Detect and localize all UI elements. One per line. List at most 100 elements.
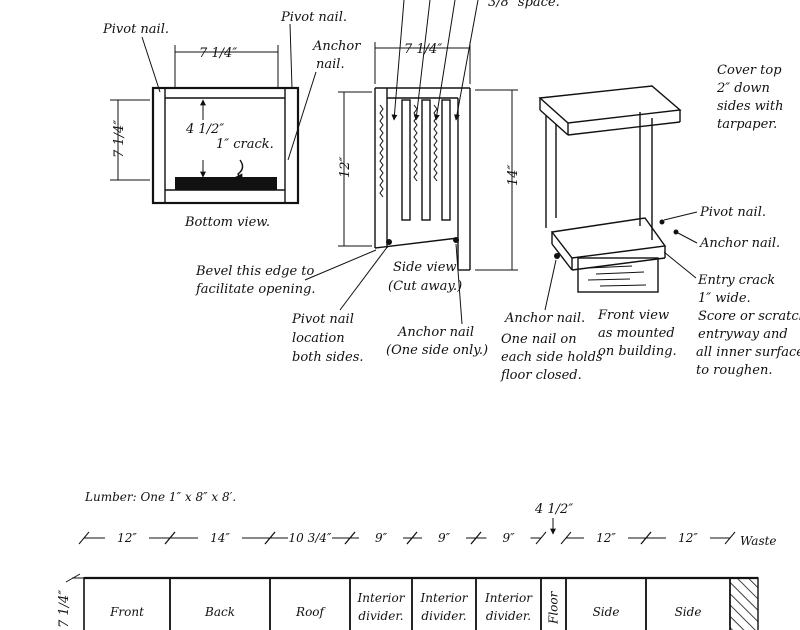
cut-list: Lumber: One 1″ x 8″ x 8′. 4 1/2″ 7 1/4″ … (57, 490, 777, 630)
bottom-view-caption: Bottom view. (184, 215, 270, 230)
cover-note-1: Cover top (717, 63, 782, 78)
cut-piece-label-9: Side (675, 605, 702, 619)
cut-piece-label-6-line2: divider. (486, 609, 531, 623)
pivot-nail-right-label: Pivot nail. (280, 10, 347, 25)
cut-piece-label-7: Floor (547, 590, 561, 625)
bottom-height-dim: 7 1/4″ (112, 120, 127, 158)
cut-dim-tick (470, 531, 482, 545)
front-anchor-nail-marker (554, 253, 560, 259)
cut-dim-label-bg (105, 529, 149, 545)
floor-width-dim: 4 1/2″ (534, 502, 573, 517)
pivot-location-label-3: both sides. (292, 350, 364, 365)
floor-anchor-label: Anchor nail. (504, 311, 585, 326)
entry-note-1: Entry crack (697, 273, 775, 288)
side-width-dim: 7 1/4″ (404, 42, 442, 57)
space-note: 3/8″ space. (488, 0, 560, 10)
side-view-caption-2: (Cut away.) (388, 279, 462, 294)
entry-note-3: Score or scratch (698, 309, 800, 324)
crack-label: 1″ crack. (216, 137, 274, 152)
cut-piece-label-2: Back (204, 605, 235, 619)
cut-dim-label-bg (288, 529, 332, 545)
divider-2 (421, 99, 431, 221)
front-view: Cover top 2″ down sides with tarpaper. P… (500, 63, 800, 383)
bevel-label-2: facilitate opening. (195, 282, 316, 297)
cut-piece-label-4-line1: Interior (357, 591, 406, 605)
anchor-note-label-2: (One side only.) (386, 343, 488, 358)
cut-piece-label-5-line1: Interior (420, 591, 469, 605)
cut-dim-label-9: 12″ (678, 531, 698, 545)
inner-height-dim: 4 1/2″ (185, 122, 224, 137)
front-view-caption-2: as mounted (598, 326, 675, 341)
cut-dim-tick (78, 531, 90, 545)
anchor-nail-label-2: nail. (316, 57, 345, 72)
divider-3 (441, 99, 451, 221)
cut-dim-label-bg (422, 529, 466, 545)
pivot-nail-marker (386, 239, 392, 245)
building-wall-sketch (577, 257, 659, 293)
side-view-caption-1: Side view (393, 260, 457, 275)
cut-piece-8 (565, 577, 647, 630)
cover-note-4: tarpaper. (717, 117, 777, 132)
bottom-view: 7 1/4″ 7 1/4″ 4 1/2″ 1″ crack. Pivot nai… (102, 10, 361, 230)
floor-note-2: each side holds (501, 350, 603, 365)
cut-dim-label-4: 9″ (375, 531, 388, 545)
cut-piece-1 (83, 577, 171, 630)
entry-note-5: all inner surfaces (696, 345, 800, 360)
front-pivot-nail-marker (659, 219, 665, 225)
cut-dim-tick (164, 531, 176, 545)
cut-piece-label-6-line1: Interior (484, 591, 533, 605)
cut-dim-label-5: 9″ (438, 531, 451, 545)
floor-note-1: One nail on (501, 332, 577, 347)
front-anchor-nail-label: Anchor nail. (699, 236, 780, 251)
cover-note-3: sides with (717, 99, 784, 114)
cover-note-2: 2″ down (716, 81, 770, 96)
entry-note-4: entryway and (698, 327, 788, 342)
cut-dim-label-bg (198, 529, 242, 545)
cut-piece-label-1: Front (109, 605, 144, 619)
board-height-dim: 7 1/4″ (57, 590, 72, 628)
cut-dim-tick (344, 531, 356, 545)
pivot-location-label-1: Pivot nail (291, 312, 354, 327)
cut-dim-label-2: 14″ (210, 531, 230, 545)
cut-piece-3 (269, 577, 351, 630)
front-view-caption-1: Front view (597, 308, 669, 323)
bottom-width-dim: 7 1/4″ (199, 46, 237, 61)
pivot-nail-left-label: Pivot nail. (102, 22, 169, 37)
anchor-nail-label-1: Anchor (312, 39, 361, 54)
waste-piece (729, 577, 759, 630)
floor-panel (550, 217, 667, 259)
pivot-location-label-2: location (292, 331, 345, 346)
cut-piece-2 (169, 577, 271, 630)
floor-note-3: floor closed. (500, 368, 582, 383)
cut-piece-label-3: Roof (295, 605, 326, 619)
cut-dim-tick (640, 531, 652, 545)
bevel-label-1: Bevel this edge to (195, 264, 315, 279)
front-pivot-nail-label: Pivot nail. (699, 205, 766, 220)
cut-dim-tick (560, 531, 572, 545)
cut-dim-tick (264, 531, 276, 545)
anchor-nail-marker (453, 237, 459, 243)
bottom-view-outline (151, 86, 300, 205)
cut-dim-label-8: 12″ (596, 531, 616, 545)
cut-dim-tick (724, 531, 736, 545)
front-view-caption-3: on building. (598, 344, 677, 359)
divider-1 (401, 99, 411, 221)
entry-note-6: to roughen. (696, 363, 773, 378)
side-view: 3/8″ space. 7 1/4″ 12″ (195, 0, 560, 365)
cut-piece-label-4-line2: divider. (358, 609, 403, 623)
cut-piece-9 (645, 577, 731, 630)
entry-note-2: 1″ wide. (698, 291, 751, 306)
cut-dim-label-6: 9″ (502, 531, 515, 545)
cut-dim-tick (406, 531, 418, 545)
lumber-note: Lumber: One 1″ x 8″ x 8′. (84, 490, 236, 504)
cut-dim-label-bg (584, 529, 628, 545)
cut-dim-label-bg (359, 529, 403, 545)
crack-opening (175, 177, 277, 190)
side-left-dim: 12″ (338, 156, 353, 178)
cut-dim-tick (535, 531, 547, 545)
cut-dim-label-bg (486, 529, 531, 545)
cut-piece-label-8: Side (593, 605, 620, 619)
side-right-dim: 14″ (506, 164, 521, 186)
cut-dim-label-bg (666, 529, 710, 545)
